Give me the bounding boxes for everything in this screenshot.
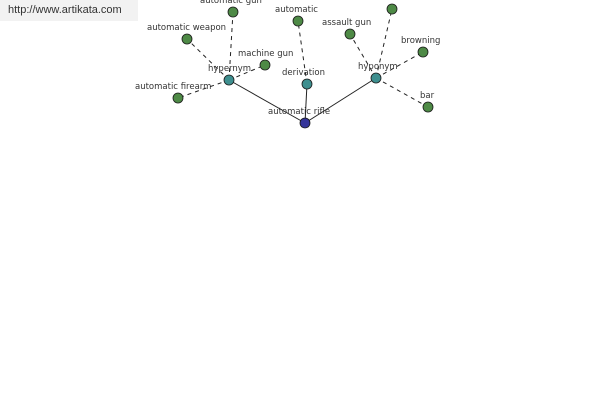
- relation-hypernym-label[interactable]: hypernym: [208, 64, 251, 74]
- word-automatic-weapon-label[interactable]: automatic weapon: [147, 23, 226, 33]
- word-machine-gun-label[interactable]: machine gun: [238, 49, 293, 59]
- word-assault-rifle-label[interactable]: assault rifle: [360, 0, 410, 3]
- edge-hyponym-assault-rifle: [375, 8, 393, 79]
- relation-hypernym-node[interactable]: [223, 74, 235, 86]
- word-assault-gun-node[interactable]: [344, 28, 356, 40]
- edge-automatic-rifle-derivation: [304, 83, 308, 124]
- edge-derivation-automatic: [297, 20, 308, 85]
- site-url-link[interactable]: http://www.artikata.com: [0, 0, 138, 21]
- word-browning-label[interactable]: browning: [401, 36, 440, 46]
- word-automatic-gun-node[interactable]: [227, 6, 239, 18]
- word-automatic-firearm-node[interactable]: [172, 92, 184, 104]
- graph-nodes: [172, 3, 434, 129]
- edge-hypernym-automatic-weapon: [186, 38, 230, 81]
- word-browning-node[interactable]: [417, 46, 429, 58]
- word-automatic-label[interactable]: automatic: [275, 5, 318, 15]
- relation-derivation-node[interactable]: [301, 78, 313, 90]
- edge-hyponym-bar: [375, 77, 429, 108]
- word-automatic-firearm-label[interactable]: automatic firearm: [135, 82, 211, 92]
- edge-hyponym-browning: [375, 51, 424, 79]
- relation-hyponym-label[interactable]: hyponym: [358, 62, 398, 72]
- relation-derivation-label[interactable]: derivation: [282, 68, 325, 78]
- root-automatic-rifle-node[interactable]: [299, 117, 311, 129]
- word-automatic-node[interactable]: [292, 15, 304, 27]
- edge-automatic-rifle-hypernym: [228, 79, 306, 124]
- relation-hyponym-node[interactable]: [370, 72, 382, 84]
- edge-hyponym-assault-gun: [349, 33, 377, 79]
- edge-hypernym-machine-gun: [228, 64, 266, 81]
- root-automatic-rifle-label[interactable]: automatic rifle: [268, 107, 330, 117]
- word-machine-gun-node[interactable]: [259, 59, 271, 71]
- word-assault-gun-label[interactable]: assault gun: [322, 18, 371, 28]
- word-automatic-weapon-node[interactable]: [181, 33, 193, 45]
- word-bar-node[interactable]: [422, 101, 434, 113]
- edge-hypernym-automatic-firearm: [177, 79, 230, 99]
- graph-edges: [177, 8, 429, 124]
- edge-hypernym-automatic-gun: [228, 11, 234, 81]
- word-bar-label[interactable]: bar: [420, 91, 435, 101]
- word-assault-rifle-node[interactable]: [386, 3, 398, 15]
- graph-labels: automatic gun automatic weapon machine gun…: [135, 0, 440, 117]
- edge-automatic-rifle-hyponym: [304, 77, 377, 124]
- word-automatic-gun-label[interactable]: automatic gun: [200, 0, 262, 6]
